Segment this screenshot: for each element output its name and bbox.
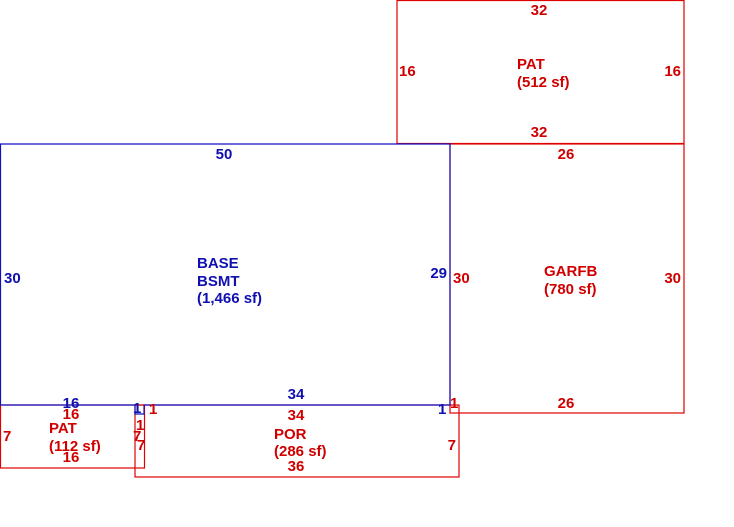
pat-top-dim-left: 16: [399, 63, 416, 80]
pat-top-name: PAT: [517, 56, 545, 73]
pat-small-area: (112 sf): [49, 438, 101, 455]
pat-small-dim-top: 16: [63, 406, 80, 423]
garfb-dim-bottom: 26: [558, 395, 575, 412]
pat-top-dim-right: 16: [664, 63, 681, 80]
pat-small-dim-bottom: 16: [63, 449, 80, 466]
base-dim-right: 29: [430, 265, 447, 282]
por-dim-top: 34: [288, 407, 305, 424]
garfb-dim-top: 26: [558, 146, 575, 163]
por-dim-bottom: 36: [288, 458, 305, 475]
pat-top-dim-top: 32: [531, 2, 548, 19]
pat-top-dim-bottom: 32: [531, 124, 548, 141]
por-dim-right: 7: [448, 437, 456, 454]
base-outline: [0, 143, 451, 415]
base-dim-bottom-left: 16: [63, 395, 80, 412]
base-dim-bottom: 34: [288, 386, 305, 403]
garfb-name: GARFB: [544, 263, 597, 280]
base-sub: BSMT: [197, 273, 240, 290]
garfb-dim-right: 30: [664, 270, 681, 287]
garfb-dim-jog: 1: [450, 395, 458, 412]
base-dim-left: 30: [4, 270, 21, 287]
pat-top-area: (512 sf): [517, 74, 570, 91]
base-dim-top: 50: [216, 146, 233, 163]
base-dim-jog-left: 1: [133, 400, 141, 417]
por-area: (286 sf): [274, 443, 327, 460]
base-dim-jog-right: 1: [438, 401, 446, 418]
por-name: POR: [274, 426, 307, 443]
por-dim-jog-left: 1: [149, 401, 157, 418]
pat-small-dim-right: 7: [133, 428, 141, 445]
garfb-area: (780 sf): [544, 281, 597, 298]
por-dim-left: 7: [137, 437, 145, 454]
base-name: BASE: [197, 255, 239, 272]
garfb-dim-left: 30: [453, 270, 470, 287]
pat-small-name: PAT: [49, 420, 77, 437]
pat-small-dim-left: 7: [3, 428, 11, 445]
base-area: (1,466 sf): [197, 290, 262, 307]
por-dim-jog-left-b: 1: [136, 417, 144, 434]
